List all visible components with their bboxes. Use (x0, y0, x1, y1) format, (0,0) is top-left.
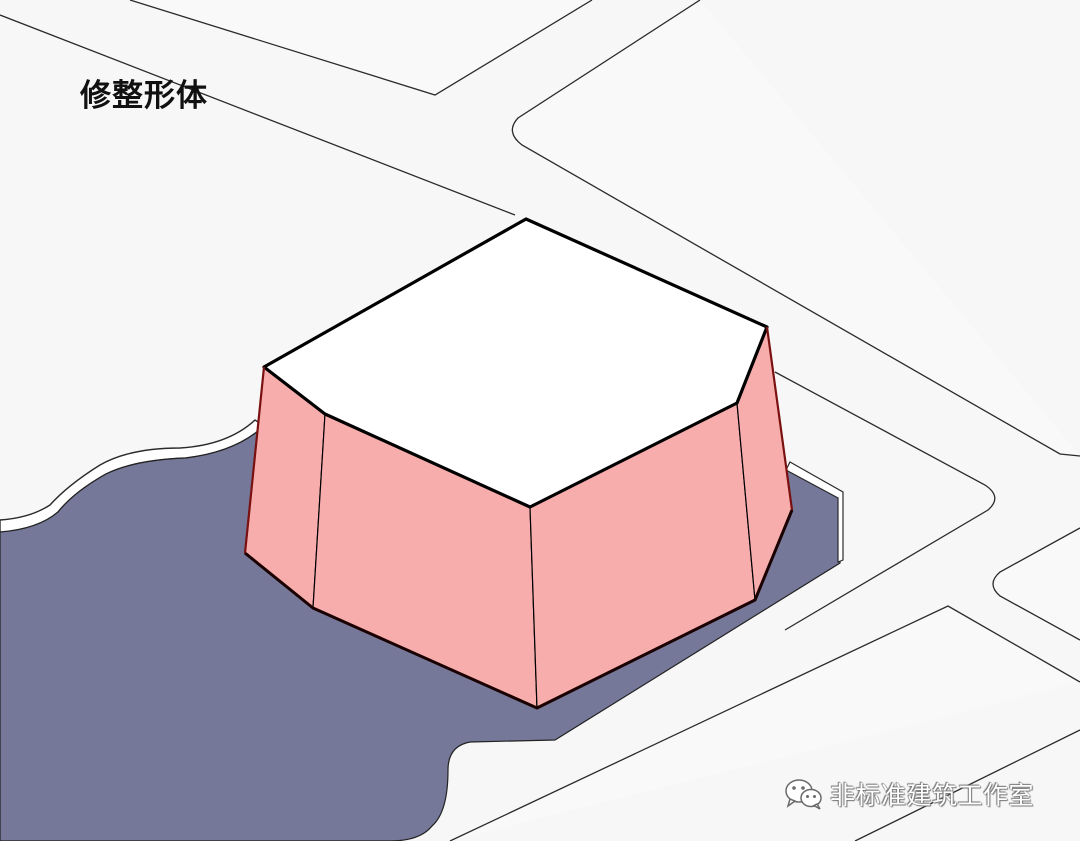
watermark-text: 非标准建筑工作室 (830, 781, 1035, 810)
road-block-bottom-right (449, 605, 1080, 841)
road-block-right (774, 371, 996, 631)
building-mass (243, 217, 794, 710)
road-block-top-right (511, 0, 1080, 457)
road-block-top-left (129, 0, 593, 96)
road-block-far-right (992, 527, 1080, 641)
base-outline (244, 509, 794, 710)
watermark: 非标准建筑工作室 (784, 776, 1034, 812)
road-line-diagonal (0, 14, 516, 216)
left-corner-outline (243, 366, 266, 554)
right-corner-outline (765, 326, 794, 511)
diagram-title: 修整形体 (80, 78, 208, 114)
wechat-icon (785, 779, 822, 810)
road-line-bottom (854, 729, 1080, 841)
